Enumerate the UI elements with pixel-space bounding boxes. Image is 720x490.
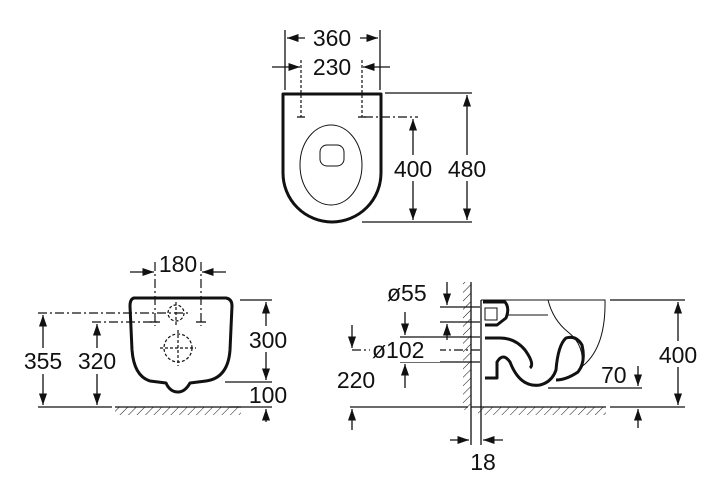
dim-300: 300 <box>249 327 287 353</box>
front-view: 180 300 100 355 320 <box>18 251 294 422</box>
bowl-side-outline <box>481 299 606 369</box>
top-view: 360 230 480 400 <box>272 25 495 224</box>
dim-355: 355 <box>24 348 62 374</box>
floor-hatch <box>115 407 241 415</box>
dim-100: 100 <box>249 382 287 408</box>
dim-230: 230 <box>313 54 351 80</box>
bowl-front-outline <box>128 296 234 394</box>
dim-70: 70 <box>601 362 627 388</box>
dim-320: 320 <box>78 348 116 374</box>
dim-480: 480 <box>448 156 486 182</box>
floor-hatch-side <box>478 407 606 415</box>
dim-180: 180 <box>159 251 197 277</box>
dim-18: 18 <box>470 449 496 475</box>
side-view: ø55 ø102 220 70 400 18 <box>337 280 704 475</box>
dim-360: 360 <box>313 25 351 51</box>
seat-opening <box>299 124 363 206</box>
dim-220: 220 <box>337 367 375 393</box>
dim-o55: ø55 <box>387 280 427 306</box>
dim-400-height: 400 <box>659 342 697 368</box>
dim-400-fixing: 400 <box>394 156 432 182</box>
seat-outline <box>281 92 383 224</box>
wall-hatch <box>463 282 471 410</box>
bowl-outlet <box>319 144 345 167</box>
dim-o102: ø102 <box>372 337 424 363</box>
